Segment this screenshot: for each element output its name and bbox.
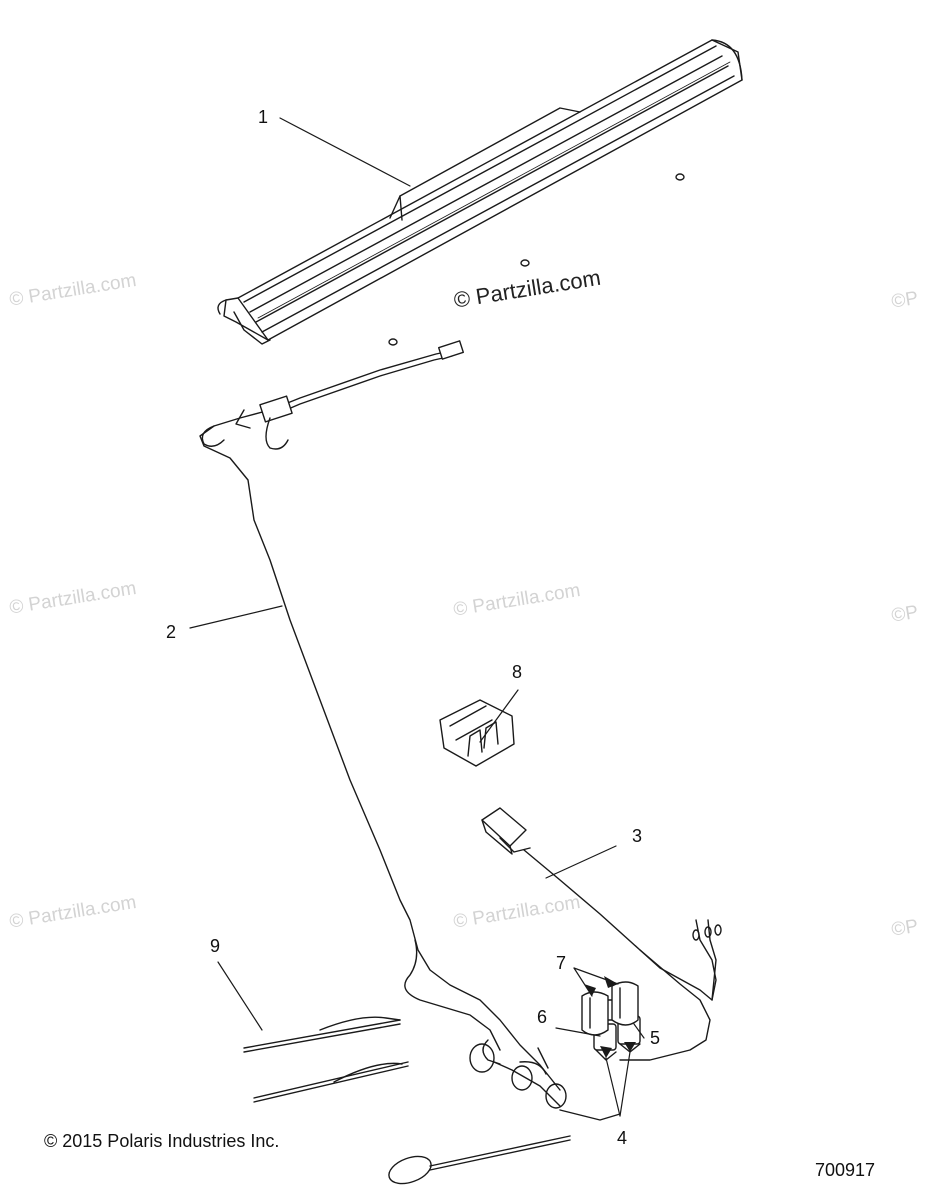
callout-8: 8: [512, 662, 523, 682]
leader-lines: [189, 117, 645, 1117]
callout-4: 4: [617, 1128, 628, 1148]
callout-9: 9: [210, 936, 221, 956]
relay-harness-drawing: [481, 807, 722, 1061]
main-harness-drawing: [199, 340, 621, 1121]
callout-7: 7: [556, 953, 567, 973]
cable-ties-drawing: [243, 1016, 571, 1185]
callout-1: 1: [258, 107, 269, 127]
light-bar-drawing: [217, 39, 743, 346]
leader-arrows: [584, 976, 636, 1058]
callout-6: 6: [537, 1007, 548, 1027]
callout-2: 2: [166, 622, 177, 642]
callout-5: 5: [650, 1028, 661, 1048]
callout-3: 3: [632, 826, 643, 846]
diagram-id: 700917: [815, 1160, 876, 1180]
copyright-notice: © 2015 Polaris Industries Inc.: [44, 1131, 280, 1151]
fuse-connector-drawing: [439, 699, 515, 767]
